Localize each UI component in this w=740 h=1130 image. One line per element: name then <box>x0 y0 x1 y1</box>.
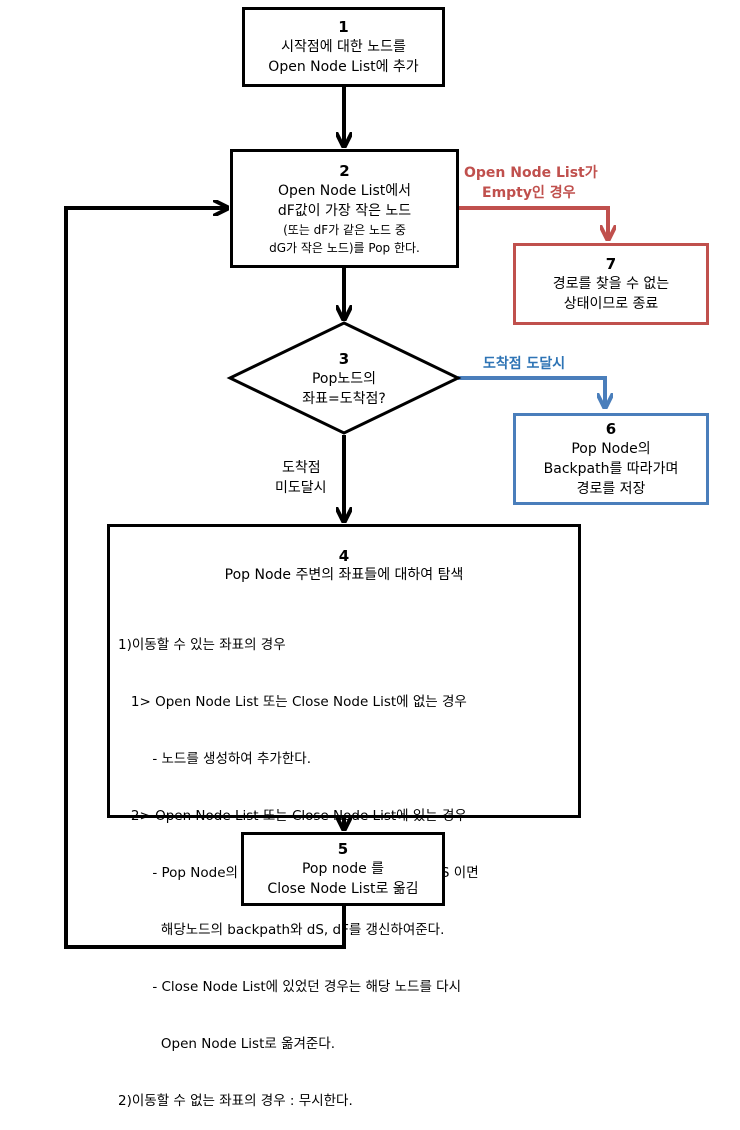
step4-number: 4 <box>338 547 350 565</box>
step7-text-line1: 경로를 찾을 수 없는 <box>552 276 670 292</box>
step4-line: 2> Open Node List 또는 Close Node List에 있는… <box>118 808 467 824</box>
label-arrived: 도착점 도달시 <box>483 356 566 372</box>
label-empty-line2: Empty인 경우 <box>482 185 576 201</box>
step2-text-line3: (또는 dF가 같은 노드 중 <box>283 222 406 237</box>
step4-line: - Close Node List에 있었던 경우는 해당 노드를 다시 <box>118 979 462 995</box>
arrow-3-to-6 <box>458 376 605 406</box>
step1-text-line1: 시작점에 대한 노드를 <box>281 39 406 55</box>
step1-box: 1 시작점에 대한 노드를 Open Node List에 추가 <box>242 7 445 87</box>
arrow-5-loop-to-2 <box>64 208 346 949</box>
step6-box: 6 Pop Node의 Backpath를 따라가며 경로를 저장 <box>513 413 709 505</box>
step1-number: 1 <box>338 18 349 36</box>
step7-number: 7 <box>605 255 617 273</box>
step4-line: 1)이동할 수 있는 좌표의 경우 <box>118 637 286 653</box>
step5-box: 5 Pop node 를 Close Node List로 옮김 <box>241 832 445 906</box>
step3-text-line1: Pop노드의 <box>311 371 377 387</box>
step2-text-line4: dG가 작은 노드)를 Pop 한다. <box>269 240 420 255</box>
step6-number: 6 <box>605 420 617 438</box>
label-not-arrived-line2: 미도달시 <box>275 480 327 496</box>
step4-title: Pop Node 주변의 좌표들에 대하여 탐색 <box>224 567 464 583</box>
step5-number: 5 <box>337 840 349 858</box>
step1-text-line2: Open Node List에 추가 <box>268 59 419 75</box>
step2-text-line1: Open Node List에서 <box>277 182 412 199</box>
step3-label: 3 Pop노드의 좌표=도착점? <box>270 348 418 410</box>
step4-line: 2)이동할 수 없는 좌표의 경우 : 무시한다. <box>118 1093 353 1109</box>
step7-text-line2: 상태이므로 종료 <box>563 296 659 312</box>
step2-text-line2: dF값이 가장 작은 노드 <box>277 202 412 219</box>
label-empty-line1: Open Node List가 <box>464 165 598 181</box>
step7-box: 7 경로를 찾을 수 없는 상태이므로 종료 <box>513 243 709 325</box>
flowchart-connectors <box>64 85 740 949</box>
step6-text-line1: Pop Node의 <box>571 441 651 457</box>
step2-number: 2 <box>339 161 350 180</box>
step5-text-line2: Close Node List로 옮김 <box>267 881 419 897</box>
step5-text-line1: Pop node 를 <box>301 861 385 877</box>
step3-diamond <box>226 321 462 435</box>
step4-line: 1> Open Node List 또는 Close Node List에 없는… <box>118 694 467 710</box>
step4-line: 해당노드의 backpath와 dS, dF를 갱신하여준다. <box>118 922 445 938</box>
step4-box: 4 Pop Node 주변의 좌표들에 대하여 탐색 <box>107 524 581 818</box>
step6-text-line2: Backpath를 따라가며 <box>543 461 679 477</box>
step6-text-line3: 경로를 저장 <box>576 481 646 497</box>
step2-box: 2 Open Node List에서 dF값이 가장 작은 노드 (또는 dF가… <box>230 149 459 268</box>
arrow-2-to-7 <box>458 206 608 238</box>
step3-number: 3 <box>338 350 350 368</box>
step3-text-line2: 좌표=도착점? <box>302 391 386 407</box>
step4-line: - 노드를 생성하여 추가한다. <box>118 751 311 767</box>
label-not-arrived-line1: 도착점 <box>282 460 321 476</box>
step4-line: Open Node List로 옮겨준다. <box>118 1036 336 1052</box>
